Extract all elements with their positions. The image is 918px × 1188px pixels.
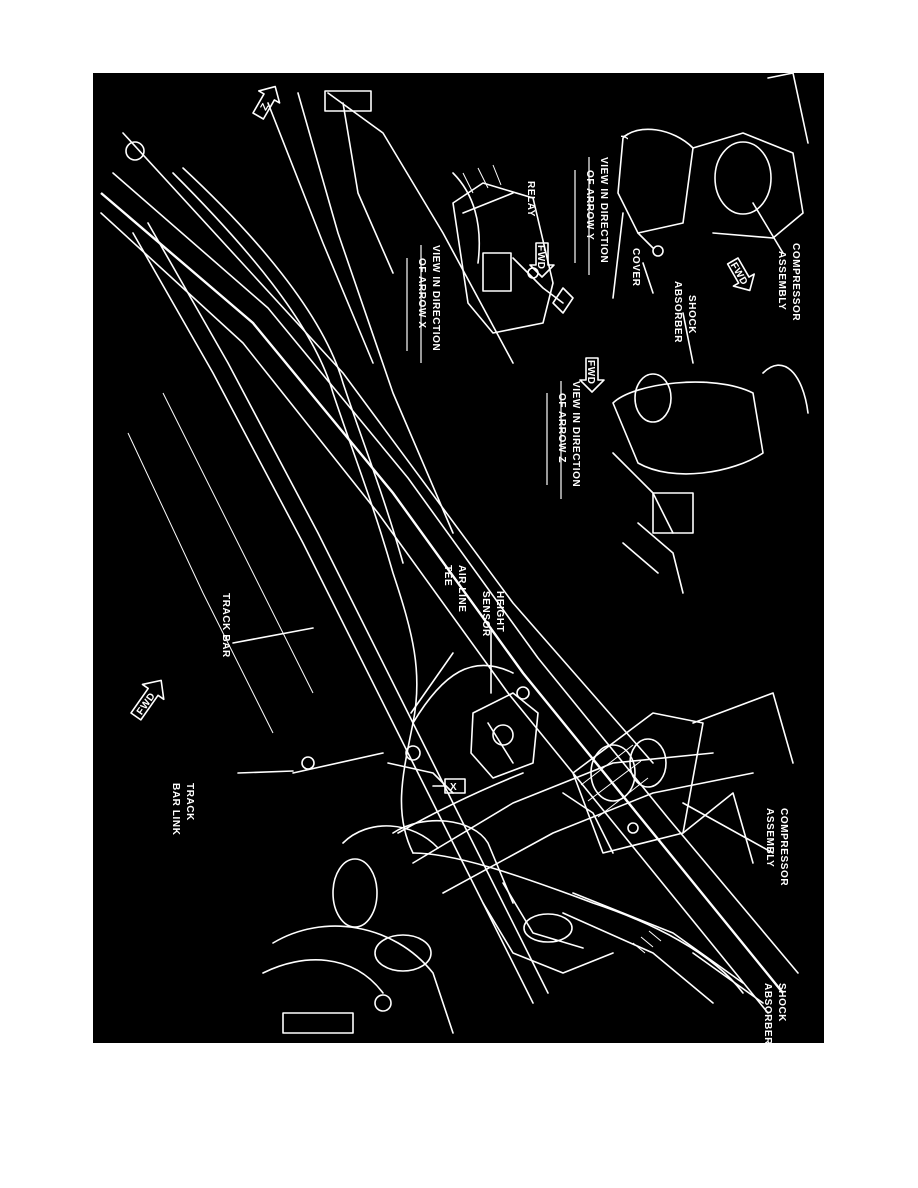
label-view-z-line1: VIEW IN DIRECTION [570,381,581,487]
label-track-bar-link-line2: BAR LINK [170,783,181,836]
track-bar [125,141,549,1004]
fwd-arrow-inset-z: FWD [579,357,605,393]
arrow-x-callout: X [432,778,466,794]
shock-absorber-main [482,882,744,1004]
label-view-x: VIEW IN DIRECTION OF ARROW X [406,245,441,363]
diagram-panel: X FWD Z [93,73,824,1043]
label-compressor-inset: COMPRESSOR ASSEMBLY [776,243,801,321]
arrow-y-letter: Y [618,133,629,140]
height-sensor [470,686,539,779]
fwd-arrow-main: FWD [130,679,165,721]
leader-lines [232,202,784,1004]
label-height-sensor-line2: SENSOR [480,591,491,637]
compressor-assembly-main [562,692,794,864]
fwd-label-inset-z: FWD [585,360,596,385]
arrow-y-marker: Y [618,133,629,140]
label-relay: RELAY [525,181,536,217]
label-shock-main-line2: ABSORBER [762,983,773,1043]
label-shock-main: SHOCK ABSORBER [762,983,787,1043]
fwd-label-inset-x: FWD [535,245,546,270]
label-cover: COVER [630,248,641,287]
arrow-x-letter: X [450,782,457,793]
label-view-x-line1: VIEW IN DIRECTION [430,245,441,351]
label-height-sensor-line1: HEIGHT [494,591,505,632]
label-shock-inset-line2: ABSORBER [672,281,683,343]
label-compressor-main-line1: COMPRESSOR [778,808,789,886]
label-shock-inset-line1: SHOCK [686,295,697,334]
label-compressor-main-line2: ASSEMBLY [764,808,775,867]
air-lines [172,167,744,994]
label-track-bar-link: TRACK BAR LINK [170,783,195,836]
label-air-line-tee-line2: TEE [442,565,453,586]
label-shock-main-line1: SHOCK [776,983,787,1022]
label-view-z: VIEW IN DIRECTION OF ARROW Z [546,381,581,499]
label-height-sensor: HEIGHT SENSOR [480,591,505,637]
fwd-arrow-inset-y: FWD [726,257,755,292]
label-view-y-line1: VIEW IN DIRECTION [598,157,609,263]
label-compressor-inset-line1: COMPRESSOR [790,243,801,321]
label-air-line-tee: AIR LINE TEE [442,565,467,613]
axle-housing [262,752,754,1034]
fwd-label-main: FWD [135,691,158,717]
inset-view-x [452,164,574,334]
arrow-z-marker: Z [252,85,281,120]
arrow-z-letter: Z [259,101,272,112]
inset-view-z [612,364,809,594]
label-track-bar: TRACK BAR [220,593,231,658]
fwd-label-inset-y: FWD [728,261,750,288]
label-compressor-main: COMPRESSOR ASSEMBLY [764,808,789,886]
label-compressor-inset-line2: ASSEMBLY [776,251,787,310]
inset-view-y [617,73,809,257]
label-shock-inset: SHOCK ABSORBER [672,281,697,343]
fwd-arrow-inset-x: FWD [529,242,555,278]
label-air-line-tee-line1: AIR LINE [456,565,467,613]
frame-rail [100,90,799,1014]
label-view-y: VIEW IN DIRECTION OF ARROW Y [574,157,609,275]
label-track-bar-link-line1: TRACK [184,783,195,821]
suspension-diagram: X FWD Z [100,73,809,1043]
